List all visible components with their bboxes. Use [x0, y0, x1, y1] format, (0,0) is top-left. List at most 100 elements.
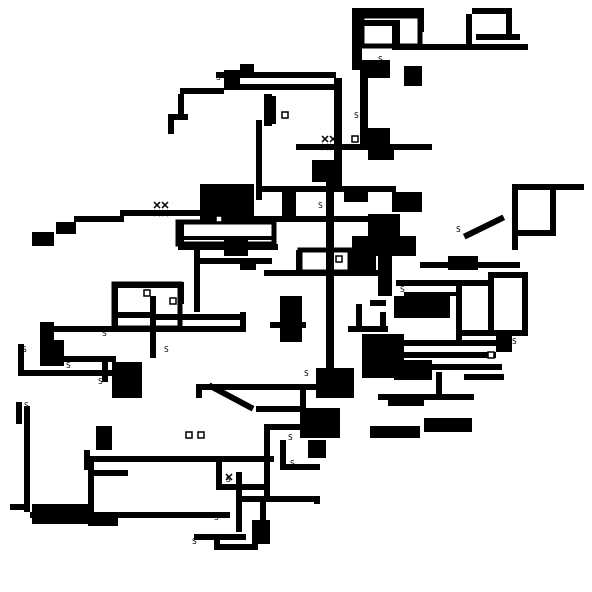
room — [312, 160, 336, 182]
corridor-segment — [260, 500, 266, 524]
corridor-segment — [466, 14, 472, 50]
corridor-segment — [18, 344, 24, 376]
room-blocks — [32, 30, 512, 544]
corridor-segment — [120, 210, 200, 216]
room — [392, 192, 422, 212]
room — [282, 192, 296, 216]
box-tile-marker — [351, 135, 359, 143]
room — [316, 368, 354, 398]
corridor-segment — [180, 88, 224, 94]
corridor-segment — [392, 26, 400, 50]
outlined-room — [111, 281, 183, 331]
corridor-segment — [334, 78, 342, 188]
room — [404, 66, 422, 86]
corridor-segment — [156, 314, 246, 320]
room — [266, 96, 276, 124]
corridor-segment — [280, 440, 286, 470]
corridor-segment — [60, 356, 116, 362]
room — [376, 236, 416, 256]
corridor-segment — [506, 8, 512, 40]
spawn-marker: S — [24, 401, 29, 410]
corridor-segment — [404, 340, 512, 346]
corridor-segment — [296, 144, 432, 150]
room — [308, 440, 326, 458]
room — [32, 504, 88, 524]
room — [88, 516, 118, 526]
room — [96, 426, 112, 450]
corridor-segment — [18, 370, 114, 376]
corridor-segment — [178, 94, 184, 118]
cross-tile-marker — [161, 209, 169, 217]
room — [300, 408, 340, 438]
room — [224, 70, 240, 86]
corridor-segment — [84, 450, 90, 470]
spawn-marker: S — [400, 285, 405, 294]
corridor-segment — [360, 20, 400, 26]
corridor-segment — [224, 84, 334, 90]
box-tile-marker — [281, 111, 289, 119]
spawn-marker: S — [102, 329, 107, 338]
corridor-segment — [74, 216, 124, 222]
room — [368, 214, 400, 236]
box-tile-marker — [487, 351, 495, 359]
room — [280, 296, 302, 342]
box-tile-marker — [335, 255, 343, 263]
corridor-segment — [550, 184, 556, 236]
corridor-segment — [216, 544, 258, 550]
corridor-segment — [84, 456, 274, 462]
corridor-segment — [196, 384, 202, 398]
room — [388, 394, 424, 406]
corridor-segment — [168, 114, 188, 120]
corridor-segment — [240, 312, 246, 332]
cross-tile-marker — [225, 473, 233, 481]
corridor-segment — [256, 120, 262, 200]
room — [240, 64, 254, 76]
corridor-segment — [196, 384, 316, 390]
spawn-marker: S — [66, 361, 71, 370]
corridor-segment — [207, 382, 255, 412]
spawn-marker: S — [22, 345, 27, 354]
corridor-segment — [348, 326, 388, 332]
corridor-segment — [356, 304, 362, 332]
room — [200, 184, 254, 220]
room — [364, 128, 390, 144]
spawn-marker: S — [214, 513, 219, 522]
box-tile-marker — [215, 215, 223, 223]
spawn-marker: S — [226, 475, 231, 484]
room — [352, 30, 362, 70]
corridor-segment — [426, 394, 474, 400]
corridor-segment — [476, 34, 520, 40]
corridor-segment — [406, 364, 502, 370]
room — [254, 520, 270, 544]
corridor-segment — [280, 464, 320, 470]
corridor-segment — [216, 72, 336, 78]
room — [40, 340, 64, 366]
corridor-segment — [488, 272, 528, 278]
cross-tile-marker — [153, 201, 161, 209]
corridor-network — [10, 8, 584, 550]
corridor-segment — [118, 312, 156, 318]
room — [394, 360, 432, 380]
outlined-rooms — [111, 13, 423, 331]
room — [394, 296, 450, 318]
corridor-segment — [54, 326, 154, 332]
room — [378, 256, 392, 296]
spawn-marker: S — [318, 201, 323, 210]
corridor-segment — [92, 470, 128, 476]
outlined-room — [359, 13, 423, 49]
spawn-marker: S — [192, 537, 197, 546]
corridor-segment — [102, 360, 108, 382]
corridor-segment — [216, 456, 222, 488]
corridor-segment — [314, 496, 320, 504]
room — [448, 256, 478, 270]
outlined-room — [175, 219, 277, 247]
spawn-marker: S — [354, 111, 359, 120]
corridor-segment — [370, 300, 386, 306]
spawn-marker: S — [164, 345, 169, 354]
room — [32, 232, 54, 246]
corridor-segment — [24, 406, 30, 512]
room — [352, 236, 376, 272]
cross-tile-marker — [161, 201, 169, 209]
